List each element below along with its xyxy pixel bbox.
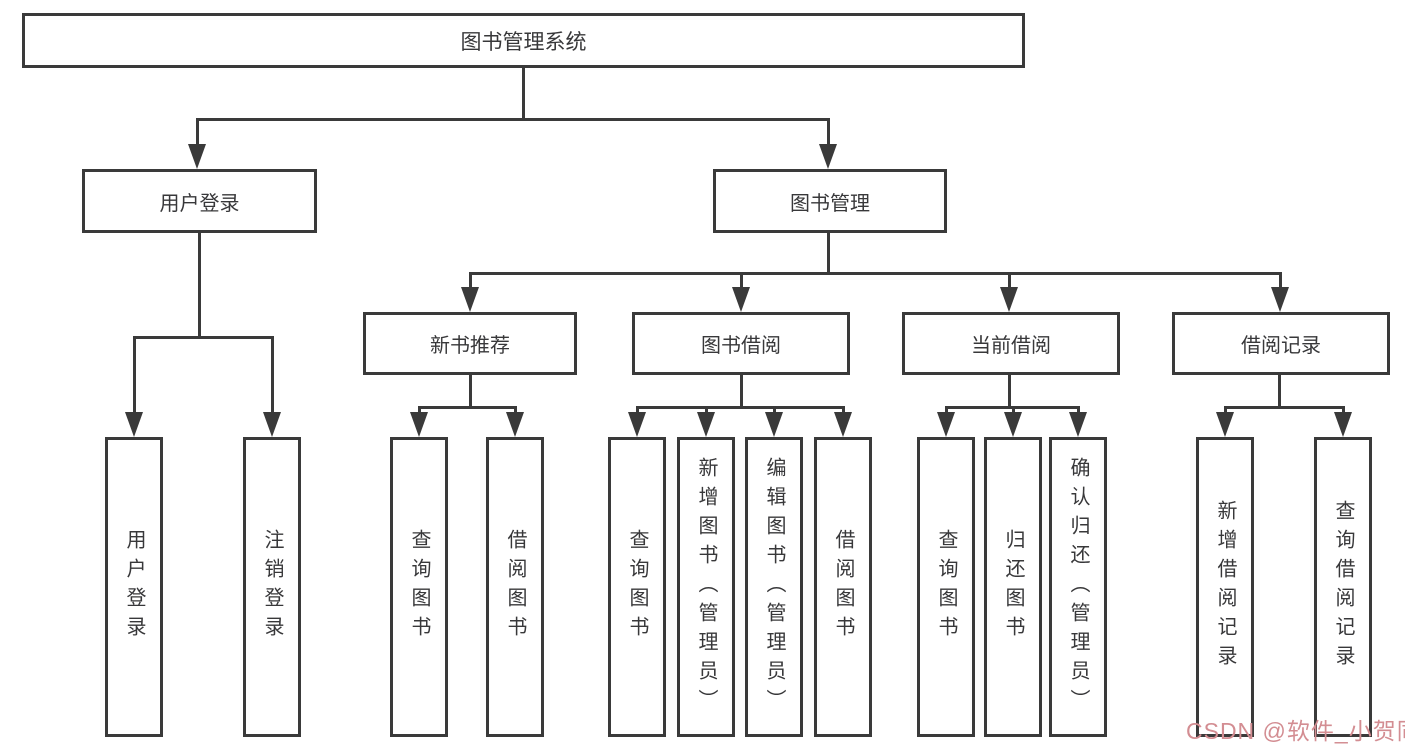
- connector-stem: [514, 406, 517, 415]
- leaf-query-books: 查询图书: [917, 437, 975, 737]
- leaf-label: 查询图书: [626, 529, 648, 645]
- leaf-add-borrow-record: 新增借阅记录: [1196, 437, 1254, 737]
- connector-stem: [1012, 406, 1015, 415]
- node-label: 用户登录: [159, 192, 240, 215]
- leaf-edit-books-admin: 编辑图书（管理员）: [745, 437, 803, 737]
- leaf-label: 归还图书: [1002, 529, 1024, 645]
- node-label: 借阅记录: [1241, 335, 1321, 357]
- arrow-down-icon: [1271, 287, 1289, 312]
- node-label: 当前借阅: [971, 335, 1051, 357]
- connector-stem: [271, 336, 274, 414]
- arrow-down-icon: [188, 144, 206, 169]
- leaf-add-books-admin: 新增图书（管理员）: [677, 437, 735, 737]
- connector-stem: [740, 272, 743, 289]
- leaf-label: 注销登录: [261, 529, 283, 645]
- connector-stem: [1279, 272, 1282, 289]
- connector-distributor: [134, 336, 274, 339]
- connector-distributor: [419, 406, 516, 409]
- leaf-label: 新增借阅记录: [1214, 500, 1236, 674]
- connector-stem: [827, 118, 830, 146]
- node-label: 图书借阅: [701, 335, 781, 357]
- leaf-return-books: 归还图书: [984, 437, 1042, 737]
- leaf-confirm-return-admin: 确认归还（管理员）: [1049, 437, 1107, 737]
- node-current-borrow: 当前借阅: [902, 312, 1120, 375]
- arrow-down-icon: [263, 412, 281, 437]
- arrow-down-icon: [1000, 287, 1018, 312]
- leaf-label: 编辑图书（管理员）: [763, 456, 785, 718]
- arrow-down-icon: [506, 412, 524, 437]
- leaf-label: 查询借阅记录: [1332, 500, 1354, 674]
- arrow-down-icon: [1004, 412, 1022, 437]
- connector-stem: [418, 406, 421, 415]
- leaf-label: 查询图书: [935, 529, 957, 645]
- leaf-query-books: 查询图书: [390, 437, 448, 737]
- arrow-down-icon: [410, 412, 428, 437]
- leaf-query-books: 查询图书: [608, 437, 666, 737]
- connector-stem: [1224, 406, 1227, 415]
- connector-stem: [1008, 272, 1011, 289]
- node-root-label: 图书管理系统: [460, 30, 587, 54]
- connector-stem: [1342, 406, 1345, 415]
- leaf-label: 确认归还（管理员）: [1067, 456, 1089, 718]
- connector-stem: [705, 406, 708, 415]
- arrow-down-icon: [937, 412, 955, 437]
- connector-distributor: [1225, 406, 1345, 409]
- leaf-query-borrow-record: 查询借阅记录: [1314, 437, 1372, 737]
- connector-stem: [773, 406, 776, 415]
- arrow-down-icon: [1069, 412, 1087, 437]
- leaf-borrow-books: 借阅图书: [486, 437, 544, 737]
- arrow-down-icon: [461, 287, 479, 312]
- node-book-borrow: 图书借阅: [632, 312, 850, 375]
- connector-root-distributor: [197, 118, 830, 121]
- connector-stem: [1008, 375, 1011, 408]
- leaf-label: 借阅图书: [504, 529, 526, 645]
- leaf-user-login: 用户登录: [105, 437, 163, 737]
- node-user-login: 用户登录: [82, 169, 317, 233]
- leaf-label: 新增图书（管理员）: [695, 456, 717, 718]
- leaf-logout: 注销登录: [243, 437, 301, 737]
- connector-root-trunk: [522, 68, 525, 120]
- connector-stem: [842, 406, 845, 415]
- connector-stem: [636, 406, 639, 415]
- arrow-down-icon: [834, 412, 852, 437]
- arrow-down-icon: [1216, 412, 1234, 437]
- connector-stem: [827, 233, 830, 274]
- leaf-label: 查询图书: [408, 529, 430, 645]
- arrow-down-icon: [125, 412, 143, 437]
- connector-stem: [133, 336, 136, 414]
- connector-stem: [198, 233, 201, 338]
- arrow-down-icon: [819, 144, 837, 169]
- connector-stem: [945, 406, 948, 415]
- arrow-down-icon: [628, 412, 646, 437]
- leaf-label: 用户登录: [123, 529, 145, 645]
- connector-stem: [196, 118, 199, 146]
- connector-stem: [469, 375, 472, 408]
- leaf-borrow-books: 借阅图书: [814, 437, 872, 737]
- node-label: 图书管理: [790, 192, 870, 215]
- arrow-down-icon: [697, 412, 715, 437]
- node-root: 图书管理系统: [22, 13, 1025, 68]
- csdn-watermark: CSDN @软件_小贺同学: [1186, 718, 1405, 744]
- node-label: 新书推荐: [430, 335, 510, 357]
- connector-stem: [1278, 375, 1281, 408]
- connector-distributor: [470, 272, 1281, 275]
- node-book-management: 图书管理: [713, 169, 947, 233]
- connector-stem: [469, 272, 472, 289]
- node-borrow-records: 借阅记录: [1172, 312, 1390, 375]
- connector-stem: [740, 375, 743, 408]
- arrow-down-icon: [732, 287, 750, 312]
- connector-stem: [1077, 406, 1080, 415]
- connector-distributor: [637, 406, 844, 409]
- arrow-down-icon: [1334, 412, 1352, 437]
- leaf-label: 借阅图书: [832, 529, 854, 645]
- arrow-down-icon: [765, 412, 783, 437]
- node-new-book-recommend: 新书推荐: [363, 312, 577, 375]
